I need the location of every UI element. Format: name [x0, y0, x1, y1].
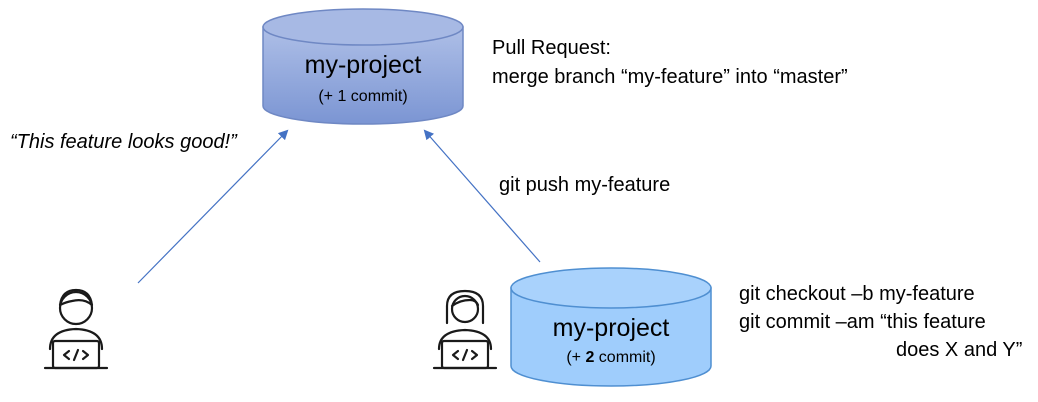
remote-repo-commits: (+ 1 commit): [318, 88, 407, 105]
pull-request-note: Pull Request: merge branch “my-feature” …: [492, 34, 848, 92]
local-repo-name: my-project: [553, 314, 670, 342]
remote-repo-name: my-project: [305, 51, 422, 79]
reviewer-quote: “This feature looks good!”: [10, 131, 237, 153]
local-repo-cylinder: my-project (+ 2 commit): [510, 267, 712, 387]
commit-command-continued: does X and Y”: [896, 339, 1023, 361]
local-repo-commits: (+ 2 commit): [566, 349, 655, 366]
pull-request-title: Pull Request:: [492, 37, 611, 59]
female-developer-laptop-icon: [432, 289, 498, 370]
pull-request-description: merge branch “my-feature” into “master”: [492, 66, 848, 88]
push-command: git push my-feature: [499, 174, 671, 196]
developer-laptop-icon: [43, 288, 109, 370]
commit-command: git commit –am “this feature: [739, 311, 986, 333]
remote-repo-cylinder: my-project (+ 1 commit): [262, 8, 464, 125]
local-commands: git checkout –b my-feature git commit –a…: [739, 280, 1022, 364]
review-arrow: [137, 129, 289, 284]
push-arrow: [423, 129, 541, 263]
checkout-command: git checkout –b my-feature: [739, 283, 975, 305]
